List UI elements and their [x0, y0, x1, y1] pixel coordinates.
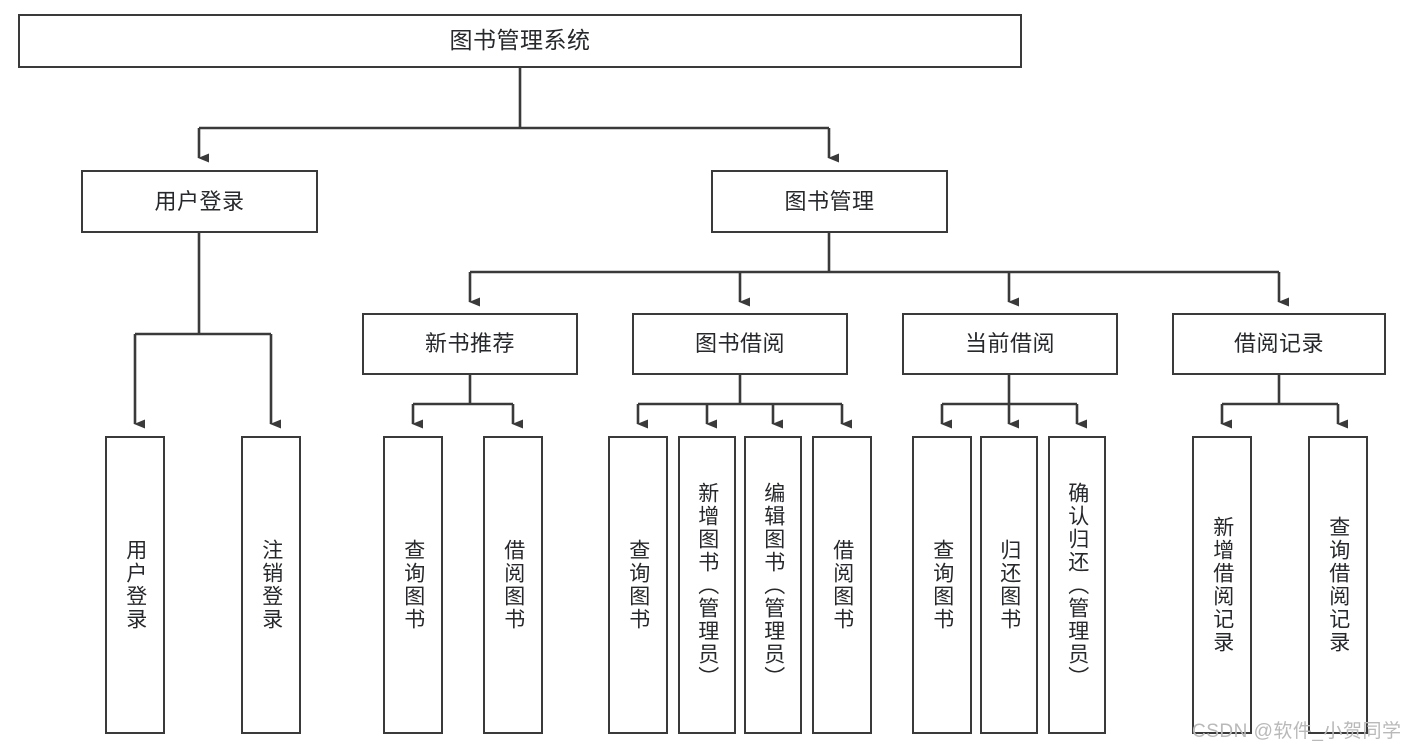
leaf-edit-book-admin[interactable]: 编辑图书（管理员） — [744, 436, 802, 734]
node-label: 借阅记录 — [1233, 331, 1324, 357]
node-label: 新增图书（管理员） — [695, 481, 719, 689]
node-label: 新书推荐 — [424, 331, 515, 357]
node-label: 借阅图书 — [501, 539, 525, 631]
leaf-confirm-return-admin[interactable]: 确认归还（管理员） — [1048, 436, 1106, 734]
node-label: 借阅图书 — [830, 539, 854, 631]
node-label: 编辑图书（管理员） — [761, 481, 785, 689]
leaf-borrow-book[interactable]: 借阅图书 — [812, 436, 872, 734]
node-label: 用户登录 — [154, 188, 245, 214]
node-book-borrow[interactable]: 图书借阅 — [632, 313, 848, 375]
node-label: 查询图书 — [401, 539, 425, 631]
leaf-user-login[interactable]: 用户登录 — [105, 436, 165, 734]
leaf-add-book-admin[interactable]: 新增图书（管理员） — [678, 436, 736, 734]
leaf-logout[interactable]: 注销登录 — [241, 436, 301, 734]
node-user-login[interactable]: 用户登录 — [81, 170, 318, 233]
leaf-borrow-book-newbook[interactable]: 借阅图书 — [483, 436, 543, 734]
node-label: 查询图书 — [626, 539, 650, 631]
node-root-system[interactable]: 图书管理系统 — [18, 14, 1022, 68]
node-label: 图书管理 — [784, 188, 875, 214]
node-label: 新增借阅记录 — [1210, 516, 1234, 654]
node-label: 注销登录 — [259, 539, 283, 631]
node-new-book-recommend[interactable]: 新书推荐 — [362, 313, 578, 375]
leaf-return-book[interactable]: 归还图书 — [980, 436, 1038, 734]
node-label: 归还图书 — [997, 539, 1021, 631]
node-label: 图书管理系统 — [449, 27, 591, 54]
node-label: 用户登录 — [123, 539, 147, 631]
leaf-query-borrow-record[interactable]: 查询借阅记录 — [1308, 436, 1368, 734]
node-label: 查询借阅记录 — [1326, 516, 1350, 654]
leaf-query-book-current[interactable]: 查询图书 — [912, 436, 972, 734]
leaf-query-book-newbook[interactable]: 查询图书 — [383, 436, 443, 734]
leaf-add-borrow-record[interactable]: 新增借阅记录 — [1192, 436, 1252, 734]
node-label: 查询图书 — [930, 539, 954, 631]
node-label: 当前借阅 — [964, 331, 1055, 357]
node-label: 图书借阅 — [694, 331, 785, 357]
node-borrow-records[interactable]: 借阅记录 — [1172, 313, 1386, 375]
node-book-management[interactable]: 图书管理 — [711, 170, 948, 233]
node-current-borrow[interactable]: 当前借阅 — [902, 313, 1118, 375]
node-label: 确认归还（管理员） — [1065, 481, 1089, 689]
leaf-query-book-borrow[interactable]: 查询图书 — [608, 436, 668, 734]
